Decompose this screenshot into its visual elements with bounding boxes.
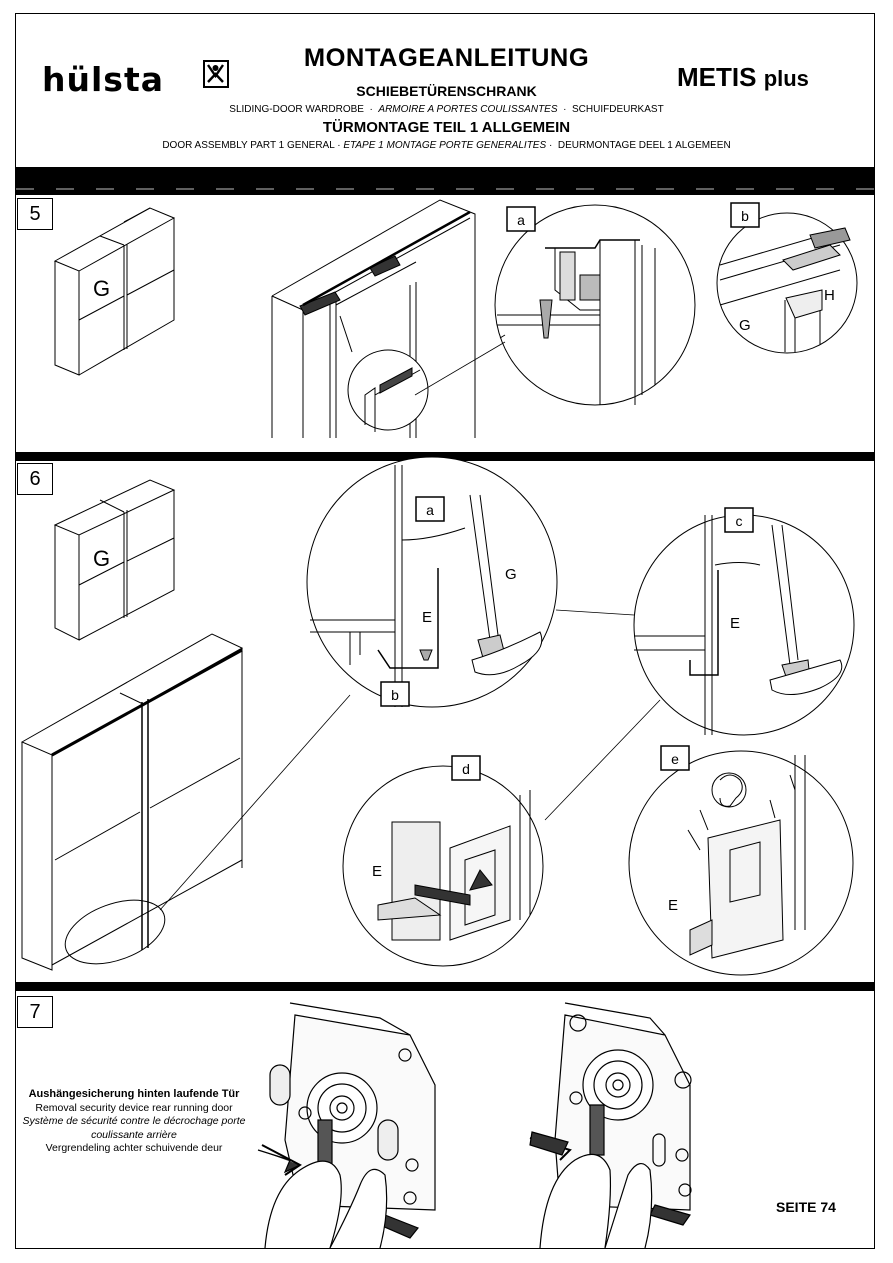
label-g-detail: G	[739, 317, 751, 334]
svg-text:E: E	[372, 863, 382, 880]
ear-icon	[719, 774, 743, 807]
divider-band	[16, 452, 875, 461]
detail-a-circle	[494, 204, 696, 406]
svg-text:e: e	[671, 751, 679, 767]
page-number: SEITE 74	[776, 1199, 836, 1215]
svg-text:E: E	[668, 897, 678, 914]
roller-mechanism-left-icon	[257, 1002, 436, 1249]
wardrobe-large-icon	[20, 633, 244, 971]
svg-text:G: G	[93, 546, 110, 571]
svg-text:b: b	[391, 687, 399, 703]
step-number-7: 7	[17, 996, 53, 1028]
security-note: Aushängesicherung hinten laufende Tür Re…	[22, 1088, 246, 1154]
page-title: MONTAGEANLEITUNG	[303, 44, 590, 72]
wardrobe-corner-icon	[271, 199, 476, 438]
brand-logo-icon	[203, 60, 229, 88]
section-translations: DOOR ASSEMBLY PART 1 GENERAL · ETAPE 1 M…	[162, 140, 731, 151]
detail-label-b: b	[741, 208, 749, 224]
label-g: G	[93, 276, 110, 301]
svg-text:c: c	[736, 513, 743, 529]
label-h: H	[824, 287, 835, 304]
svg-text:E: E	[422, 609, 432, 626]
svg-text:d: d	[462, 761, 470, 777]
page-subtitle: SCHIEBETÜRENSCHRANK	[356, 83, 537, 99]
brand-logo-text: hülsta	[42, 60, 164, 99]
model-name: METIS plus	[677, 62, 809, 92]
header-band	[16, 167, 875, 195]
step-number-6: 6	[17, 463, 53, 495]
detail-label-a: a	[517, 212, 525, 228]
page-frame	[15, 13, 875, 1249]
subtitle-translations: SLIDING-DOOR WARDROBE · ARMOIRE A PORTES…	[229, 104, 664, 115]
svg-text:E: E	[730, 615, 740, 632]
divider-band	[16, 982, 875, 991]
wardrobe-small-icon	[53, 207, 176, 376]
svg-text:G: G	[505, 566, 517, 583]
roller-mechanism-right-icon	[529, 1002, 692, 1249]
svg-text:a: a	[426, 502, 434, 518]
step-number-5: 5	[17, 198, 53, 230]
section-title: TÜRMONTAGE TEIL 1 ALLGEMEIN	[322, 119, 571, 136]
